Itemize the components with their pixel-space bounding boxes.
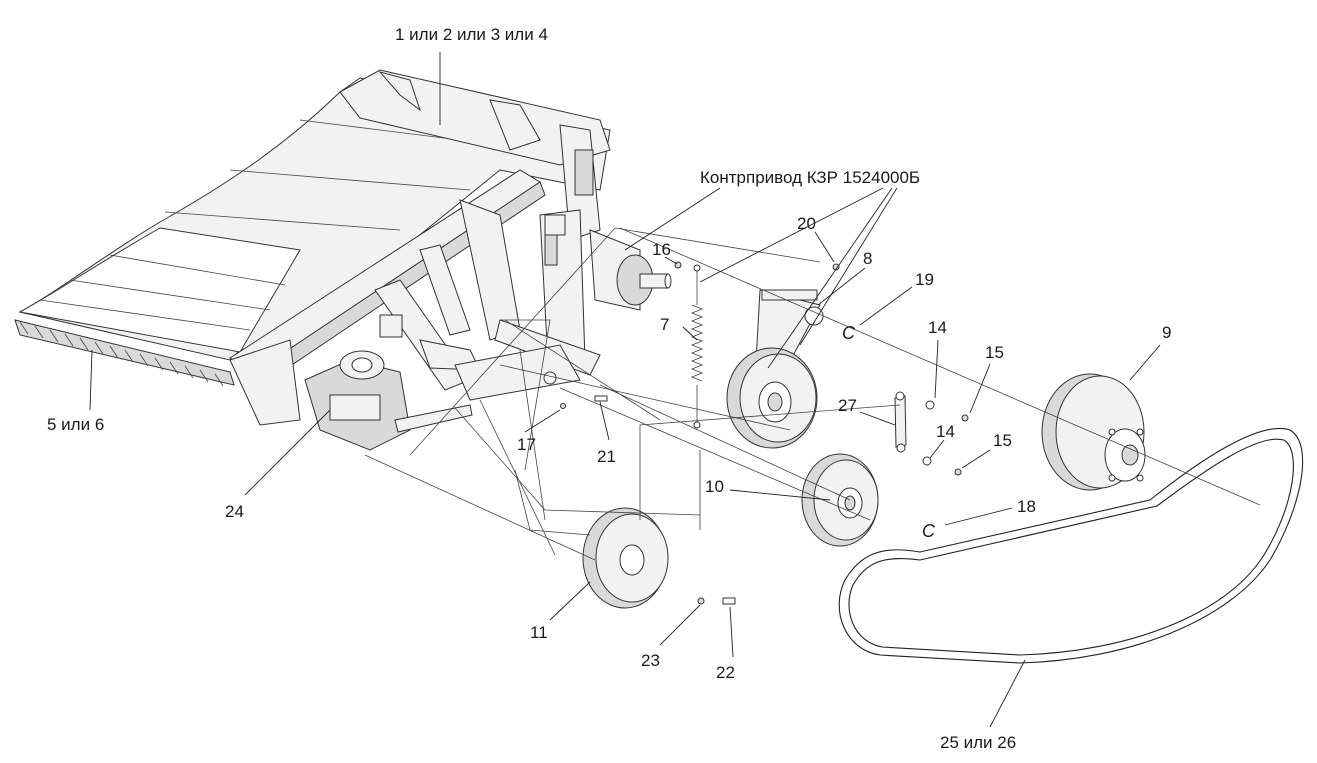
tension-spring — [690, 264, 704, 429]
axis-lines — [364, 227, 1261, 561]
leader-lines — [89, 52, 1161, 728]
callout-22: 22 — [716, 663, 735, 682]
idler-pulley-lower — [801, 453, 879, 547]
callout-1-2-3-4: 1 или 2 или 3 или 4 — [395, 25, 548, 44]
callout-20: 20 — [797, 214, 816, 233]
callout-16: 16 — [652, 240, 671, 259]
main-pulley — [1041, 373, 1146, 491]
counter-drive — [589, 229, 672, 311]
callout-23: 23 — [641, 651, 660, 670]
gearbox — [304, 350, 473, 451]
drive-pulley — [582, 507, 669, 609]
callout-9: 9 — [1162, 323, 1171, 342]
callout-7: 7 — [660, 315, 669, 334]
callout-14-upper: 14 — [928, 318, 947, 337]
callout-17: 17 — [517, 435, 536, 454]
callout-counter-drive: Контрпривод КЗР 1524000Б — [700, 168, 920, 187]
callout-25-26: 25 или 26 — [940, 733, 1016, 752]
callout-8: 8 — [863, 249, 872, 268]
idler-pulley-upper — [726, 347, 818, 449]
callout-19: 19 — [915, 270, 934, 289]
callout-18: 18 — [1017, 497, 1036, 516]
callout-15-upper: 15 — [985, 343, 1004, 362]
callout-10: 10 — [705, 477, 724, 496]
knife-teeth — [19, 321, 224, 387]
callouts: 1 или 2 или 3 или 4 5 или 6 Контрпривод … — [47, 25, 1171, 752]
callout-27: 27 — [838, 396, 857, 415]
callout-14-lower: 14 — [936, 422, 955, 441]
callout-24: 24 — [225, 502, 244, 521]
callout-11: 11 — [530, 623, 548, 642]
callout-21: 21 — [597, 447, 616, 466]
callout-5-6: 5 или 6 — [47, 415, 104, 434]
fasteners — [560, 261, 969, 605]
v-belt — [838, 428, 1304, 664]
callout-15-lower: 15 — [993, 431, 1012, 450]
shock-absorber — [894, 391, 907, 453]
callout-mark-c-lower: C — [922, 521, 936, 541]
header-frame — [14, 69, 611, 426]
callout-mark-c-upper: C — [842, 323, 856, 343]
